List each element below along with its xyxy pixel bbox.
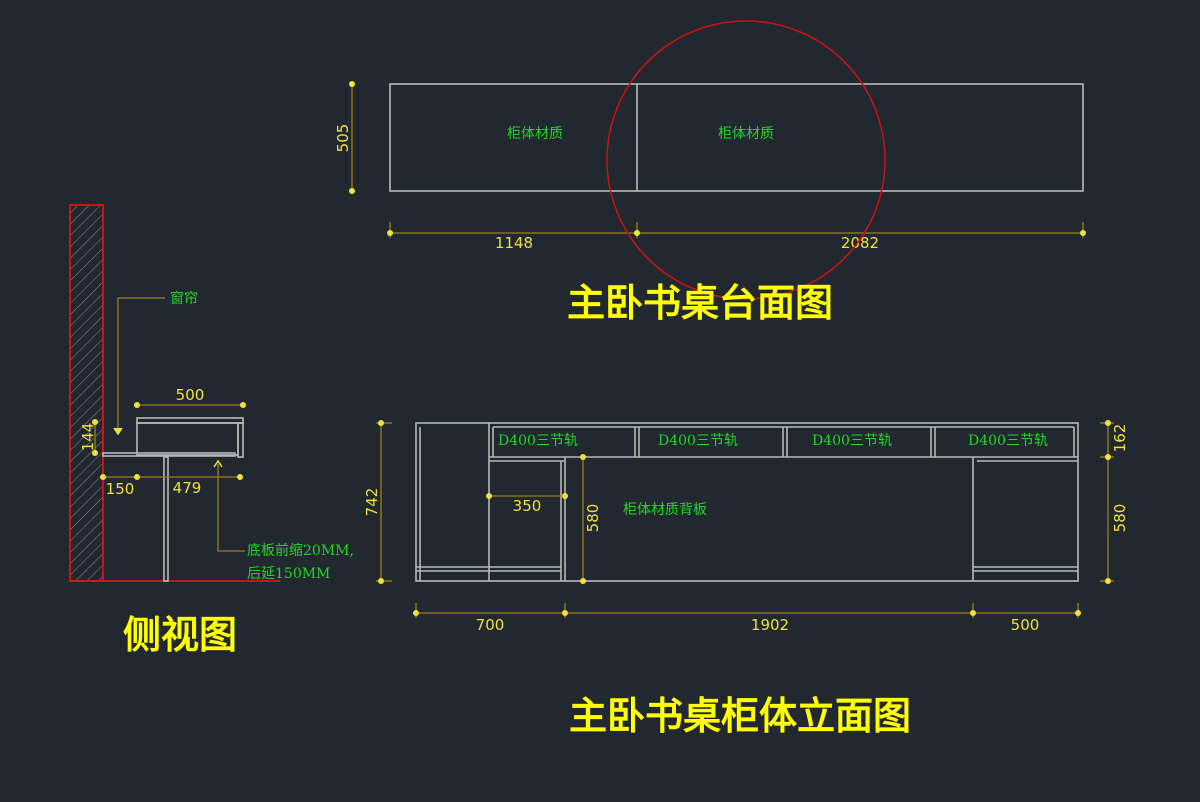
plan-material-label: 柜体材质 <box>718 126 774 142</box>
dimension-side-bottom: 150 479 <box>100 474 243 498</box>
dimension-inner-width: 350 <box>486 493 568 515</box>
drawer-label: D400三节轨 <box>812 433 892 449</box>
wall-section <box>69 204 104 582</box>
svg-text:2082: 2082 <box>841 234 879 252</box>
dimension-plan-width: 1148 2082 <box>387 222 1086 252</box>
drawer-label: D400三节轨 <box>968 433 1048 449</box>
highlight-circle <box>606 20 886 300</box>
cabinet-outline <box>415 422 1079 582</box>
svg-text:150: 150 <box>106 480 135 498</box>
plan-material-label: 柜体材质 <box>507 126 563 142</box>
side-title: 侧视图 <box>123 613 237 657</box>
elevation-view: D400三节轨 D400三节轨 D400三节轨 D400三节轨 柜体材质背板 7… <box>363 420 1129 738</box>
dimension-total-height: 742 <box>363 420 392 584</box>
svg-text:505: 505 <box>334 124 352 153</box>
dimension-side-height: 144 <box>79 419 98 456</box>
svg-text:500: 500 <box>176 386 205 404</box>
svg-text:350: 350 <box>513 497 542 515</box>
svg-text:1902: 1902 <box>751 616 789 634</box>
elevation-title: 主卧书桌柜体立面图 <box>569 694 911 738</box>
desktop-outline <box>389 83 1084 192</box>
svg-text:1148: 1148 <box>495 234 533 252</box>
drawer-label: D400三节轨 <box>498 433 578 449</box>
curtain-leader: 窗帘 <box>113 290 198 436</box>
svg-text:742: 742 <box>363 488 381 517</box>
plan-title: 主卧书桌台面图 <box>567 281 833 325</box>
svg-text:162: 162 <box>1111 424 1129 453</box>
svg-text:500: 500 <box>1011 616 1040 634</box>
back-panel-label: 柜体材质背板 <box>623 502 707 518</box>
svg-text:580: 580 <box>584 504 602 533</box>
svg-text:底板前缩20MM,: 底板前缩20MM, <box>247 542 354 559</box>
plan-view: 柜体材质 柜体材质 505 1148 2082 主卧书桌台面图 <box>334 20 1086 325</box>
drawer-label: D400三节轨 <box>658 433 738 449</box>
side-view: 窗帘 500 144 150 479 底板前缩20MM, <box>69 204 354 657</box>
svg-text:窗帘: 窗帘 <box>170 290 198 307</box>
svg-text:580: 580 <box>1111 504 1129 533</box>
desk-section <box>102 417 244 582</box>
dimension-inner-height: 580 <box>580 454 602 584</box>
svg-text:700: 700 <box>476 616 505 634</box>
dimension-depth: 505 <box>334 81 355 194</box>
svg-text:144: 144 <box>79 423 97 452</box>
dimension-elevation-widths: 700 1902 500 <box>413 603 1081 634</box>
bottom-board-note: 底板前缩20MM, 后延150MM <box>213 459 354 582</box>
dimension-side-top: 500 <box>134 386 246 408</box>
svg-text:后延150MM: 后延150MM <box>247 566 330 582</box>
dimension-right-heights: 162 580 <box>1100 420 1129 584</box>
svg-text:479: 479 <box>173 479 202 497</box>
